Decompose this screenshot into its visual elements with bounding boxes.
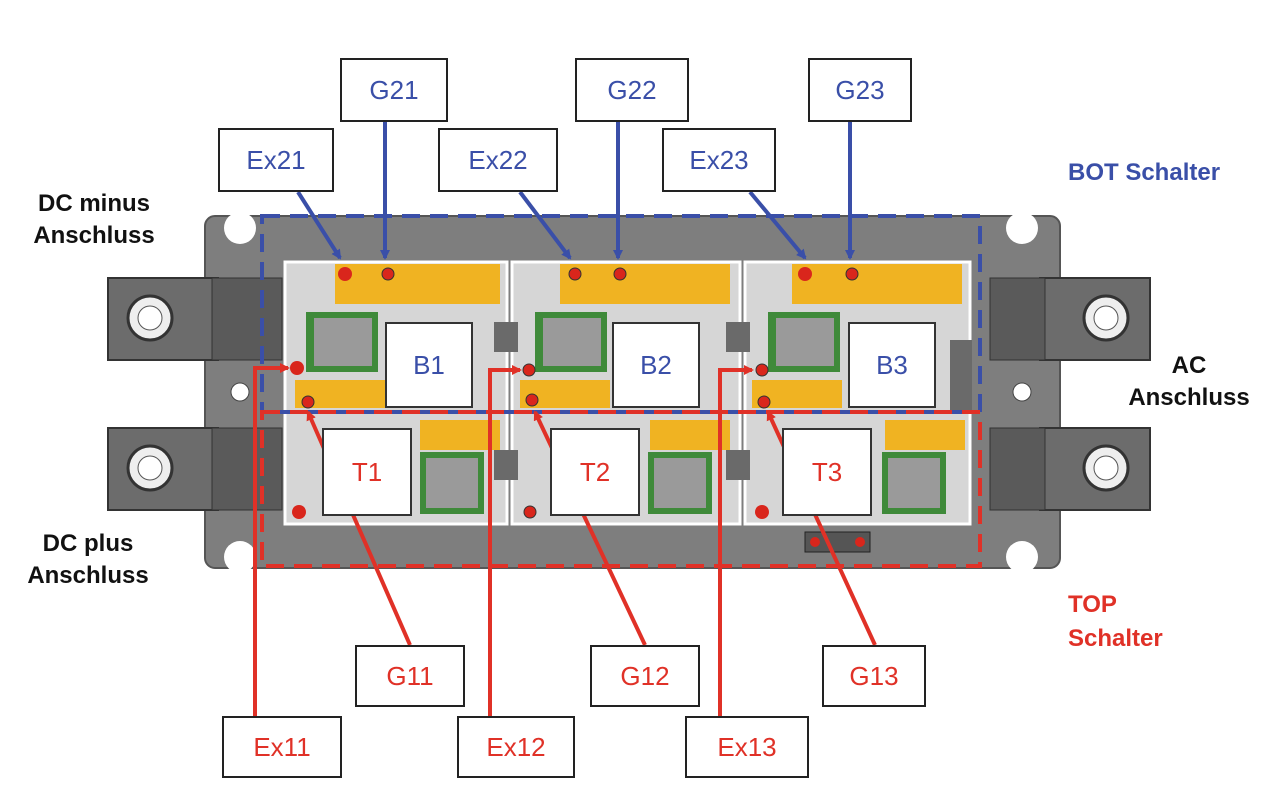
ac-label-line1: AC: [1171, 352, 1207, 379]
ac-terminal-lower: [989, 427, 1151, 511]
callout-g23: G23: [808, 58, 912, 122]
top-group-label-line1: TOP: [1068, 591, 1117, 618]
chip-t1: T1: [322, 428, 412, 516]
dc-minus-label-line2: Anschluss: [33, 222, 155, 249]
chip-t3: T3: [782, 428, 872, 516]
arrow-ex11: [253, 363, 290, 716]
arrow-ex23: [748, 190, 807, 260]
ac-label: AC Anschluss: [1106, 350, 1272, 414]
top-group-label-line2: Schalter: [1068, 625, 1163, 652]
chip-b2: B2: [612, 322, 700, 408]
dc-plus-terminal: [107, 427, 283, 511]
callout-ex12: Ex12: [457, 716, 575, 778]
bot-group-outline: [260, 214, 982, 414]
contact-pins: [290, 267, 871, 553]
chip-b1: B1: [385, 322, 473, 408]
ac-label-line2: Anschluss: [1128, 384, 1250, 411]
callout-g11: G11: [355, 645, 465, 707]
callout-ex21: Ex21: [218, 128, 334, 192]
arrow-ex13: [718, 365, 754, 716]
dc-minus-label: DC minus Anschluss: [6, 188, 182, 252]
dc-plus-label-line2: Anschluss: [27, 562, 149, 589]
callout-ex22: Ex22: [438, 128, 558, 192]
dc-minus-label-line1: DC minus: [37, 190, 150, 217]
ac-terminal-upper: [989, 277, 1151, 361]
dc-minus-terminal: [107, 277, 283, 361]
arrow-ex22: [518, 190, 572, 260]
callout-ex11: Ex11: [222, 716, 342, 778]
callout-g12: G12: [590, 645, 700, 707]
top-group-label: TOP Schalter: [1068, 588, 1163, 656]
arrow-ex12: [488, 365, 522, 716]
arrow-ex21: [296, 190, 342, 260]
dc-plus-label-line1: DC plus: [42, 530, 134, 557]
callout-g13: G13: [822, 645, 926, 707]
dc-plus-label: DC plus Anschluss: [0, 528, 176, 592]
callout-ex13: Ex13: [685, 716, 809, 778]
callout-g22: G22: [575, 58, 689, 122]
chip-b3: B3: [848, 322, 936, 408]
chip-t2: T2: [550, 428, 640, 516]
callout-g21: G21: [340, 58, 448, 122]
bot-group-label: BOT Schalter: [1068, 159, 1221, 186]
top-group-outline: [260, 410, 982, 568]
callout-ex23: Ex23: [662, 128, 776, 192]
